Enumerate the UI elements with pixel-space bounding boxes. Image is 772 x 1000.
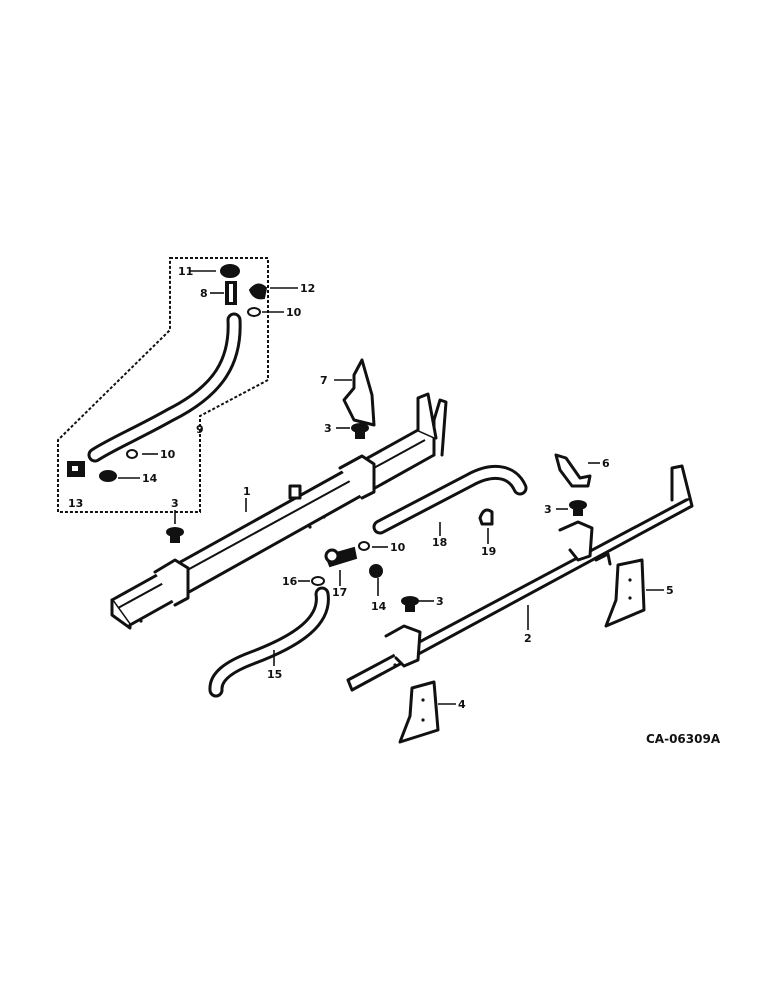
plate-5	[604, 558, 646, 628]
bolt-3-upper	[351, 423, 369, 439]
callout-5: 5	[666, 584, 674, 597]
bolt-3-right	[569, 500, 587, 516]
diagram-code: CA-06309A	[646, 732, 721, 746]
callout-18: 18	[432, 536, 447, 549]
hose-18	[372, 464, 528, 535]
callout-3-left: 3	[171, 497, 179, 510]
bolt-3-left	[166, 527, 184, 543]
callout-10-mid: 10	[390, 541, 406, 554]
callout-10-top: 10	[286, 306, 302, 319]
inset-fitting-12	[248, 283, 268, 300]
callout-11: 11	[178, 265, 193, 278]
hose-15	[208, 586, 330, 698]
bracket-6	[554, 453, 592, 488]
callout-14-mid: 14	[371, 600, 387, 613]
inset-elbow-13	[67, 461, 85, 477]
leader-lines	[118, 270, 664, 705]
callout-3-mid: 3	[436, 595, 444, 608]
inset-hose-9	[87, 312, 242, 463]
inset-nut-14	[99, 470, 117, 482]
callout-19: 19	[481, 545, 496, 558]
frame-rail-2	[346, 464, 694, 692]
callout-9: 9	[196, 423, 204, 436]
callout-12: 12	[300, 282, 315, 295]
callout-2: 2	[524, 632, 532, 645]
clamp-10-mid	[358, 541, 370, 551]
inset-fitting-8	[225, 281, 237, 305]
inset-clamp-10-top	[247, 307, 261, 317]
clamp-16	[311, 576, 325, 586]
callout-17: 17	[332, 586, 347, 599]
inset-cap-11	[220, 264, 240, 278]
callout-13: 13	[68, 497, 83, 510]
fitting-17	[324, 546, 358, 568]
callout-4: 4	[458, 698, 466, 711]
callout-1: 1	[243, 485, 251, 498]
elbow-19	[478, 508, 494, 526]
callout-8: 8	[200, 287, 208, 300]
bracket-7	[342, 358, 376, 427]
callout-14-inset: 14	[142, 472, 158, 485]
callout-7: 7	[320, 374, 328, 387]
callout-15: 15	[267, 668, 282, 681]
callout-6: 6	[602, 457, 610, 470]
bolt-3-mid	[401, 596, 419, 612]
plate-4	[398, 680, 440, 744]
frame-rail-1	[110, 392, 448, 630]
callout-10-inset: 10	[160, 448, 176, 461]
nut-14-mid	[369, 564, 383, 578]
callout-3-right: 3	[544, 503, 552, 516]
inset-clamp-10-bottom	[126, 449, 138, 459]
inset-box	[57, 257, 269, 513]
callout-3-upper: 3	[324, 422, 332, 435]
callout-16: 16	[282, 575, 298, 588]
